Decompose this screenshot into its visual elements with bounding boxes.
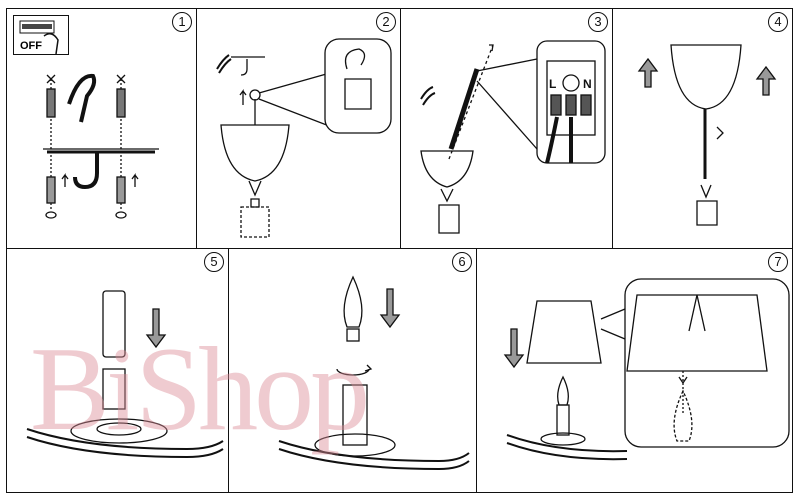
step-2-panel: 2 [196, 8, 401, 249]
step-number: 4 [768, 12, 788, 32]
insert-candle-sleeve-illustration [26, 290, 224, 459]
attach-shade-illustration [503, 278, 790, 461]
screw-bulb-illustration [278, 275, 470, 471]
off-label: OFF [20, 40, 42, 52]
wiring-connection-illustration: L N [420, 40, 606, 234]
hang-canopy-illustration [216, 38, 392, 238]
step-5-panel: 5 [6, 248, 229, 493]
step-number: 6 [452, 252, 472, 272]
secure-canopy-illustration [637, 44, 777, 226]
step-number: 7 [768, 252, 788, 272]
ceiling-hook-mounting-illustration [43, 73, 159, 219]
step-1-panel: 1 OFF [6, 8, 197, 249]
terminal-neutral-label: N [583, 77, 592, 91]
step-number: 2 [376, 12, 396, 32]
step-number: 1 [172, 12, 192, 32]
terminal-live-label: L [549, 77, 556, 91]
step-3-panel: 3 L N [400, 8, 613, 249]
step-7-panel: 7 [476, 248, 793, 493]
step-6-panel: 6 [228, 248, 477, 493]
step-number: 3 [588, 12, 608, 32]
step-number: 5 [204, 252, 224, 272]
power-off-icon: OFF [13, 15, 69, 55]
step-4-panel: 4 [612, 8, 793, 249]
